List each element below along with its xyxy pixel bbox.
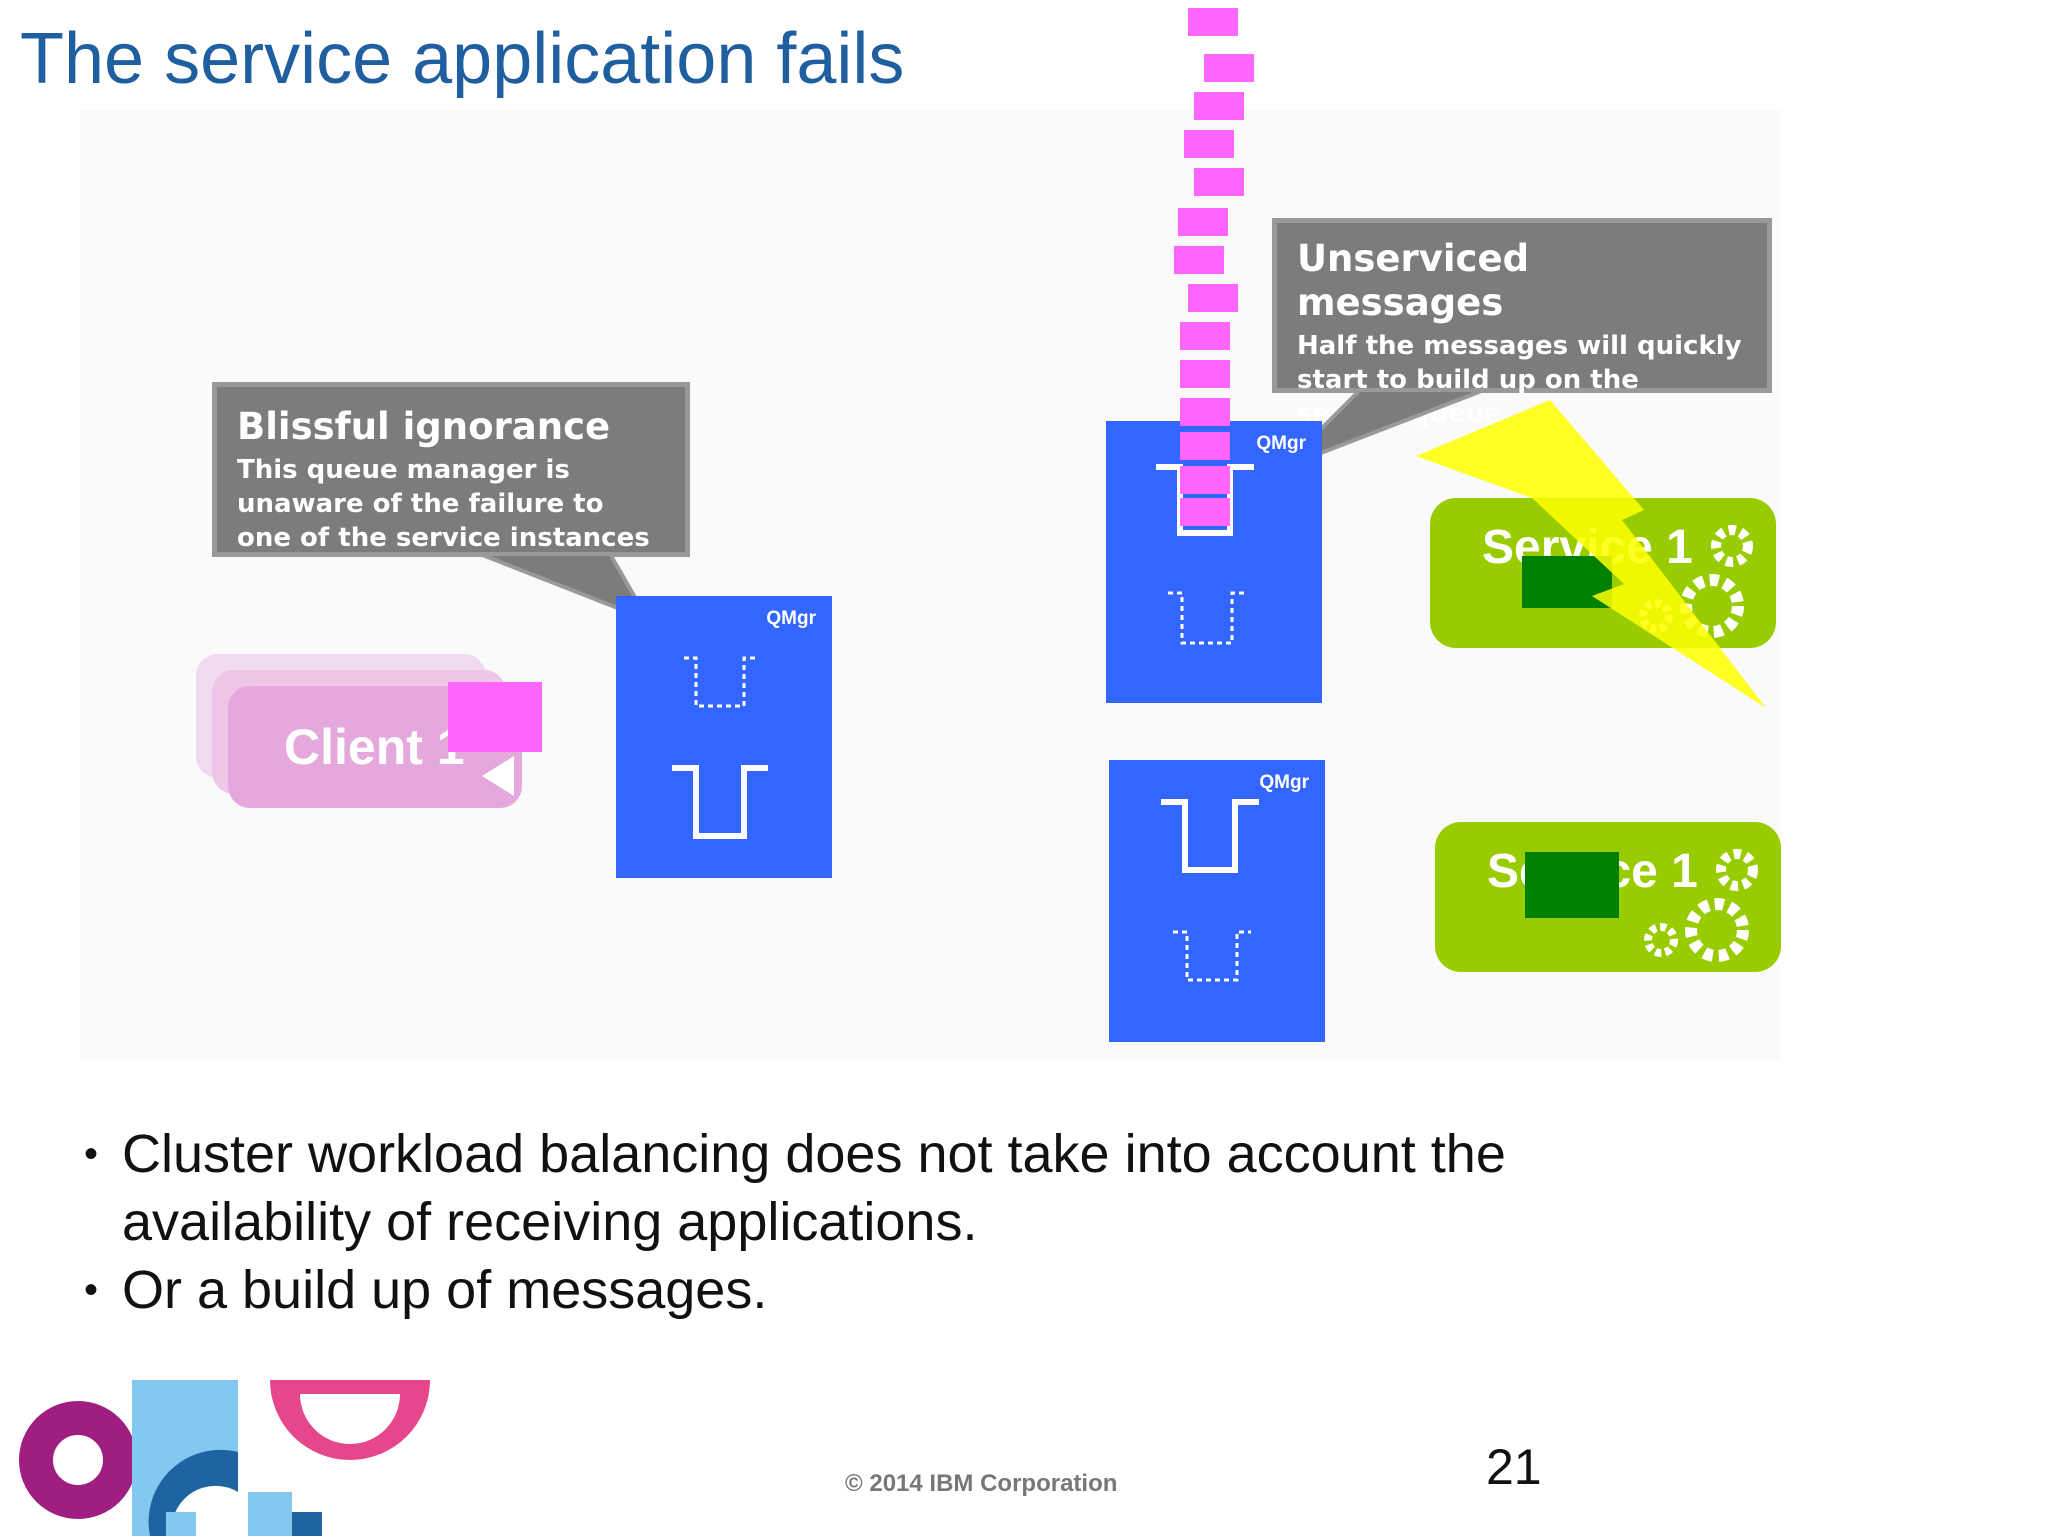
transmit-queue-icon — [1168, 591, 1246, 645]
message — [1180, 466, 1230, 494]
service-message-block — [1522, 556, 1612, 608]
callout-heading: Blissful ignorance — [237, 405, 611, 448]
page-number: 21 — [1486, 1439, 1542, 1495]
client-1-label: Client 1 — [284, 719, 465, 775]
bullet-list: • Cluster workload balancing does not ta… — [80, 1120, 1722, 1324]
qmgr-label: QMgr — [1259, 772, 1309, 793]
local-queue-icon — [672, 765, 768, 839]
message — [1188, 8, 1238, 36]
service-queue-icon — [1156, 464, 1254, 536]
callout-body: This queue manager is unaware of the fai… — [237, 455, 650, 553]
service-message-block — [1525, 852, 1619, 918]
client-message — [448, 682, 542, 752]
queue-icons — [1156, 464, 1254, 645]
message — [1180, 322, 1230, 350]
transmit-queue-icon — [1173, 930, 1251, 982]
service-queue-icon — [1161, 799, 1259, 873]
message — [1194, 92, 1244, 120]
qmgr-top-right: QMgr — [1106, 421, 1322, 703]
message — [1194, 168, 1244, 196]
blissful-ignorance-callout: Blissful ignorance This queue manager is… — [212, 382, 690, 557]
qmgr-bottom-right: QMgr — [1109, 760, 1325, 1042]
service-1-working: Service 1 — [1435, 822, 1781, 972]
transmit-queue-icon — [684, 656, 756, 708]
message — [1188, 284, 1238, 312]
bullet-dot: • — [84, 1268, 99, 1312]
gears-icon — [1639, 525, 1753, 638]
bullet-text: Cluster workload balancing does not take… — [122, 1124, 1506, 1252]
queue-icons — [672, 656, 768, 839]
message — [1184, 130, 1234, 158]
decorative-logo-art — [19, 1380, 430, 1536]
unserviced-messages-callout: Unserviced messages Half the messages wi… — [1272, 218, 1772, 429]
bullet-item: • Cluster workload balancing does not ta… — [80, 1120, 1722, 1256]
qmgr-label: QMgr — [766, 608, 816, 629]
message — [1174, 246, 1224, 274]
queue-icons — [1161, 799, 1259, 982]
copyright-footer: © 2014 IBM Corporation — [845, 1470, 1118, 1497]
message — [1180, 360, 1230, 388]
service-1-failed: Service 1 — [1430, 498, 1776, 648]
bullet-dot: • — [84, 1132, 99, 1176]
callout-heading: Unserviced messages — [1297, 237, 1530, 324]
bullet-text: Or a build up of messages. — [122, 1260, 768, 1320]
message — [1180, 498, 1230, 526]
callout-body: Half the messages will quickly start to … — [1297, 331, 1742, 429]
reply-arrow-icon — [482, 756, 514, 796]
message — [1180, 432, 1230, 460]
message — [1180, 398, 1230, 426]
qmgr-label: QMgr — [1256, 433, 1306, 454]
slide-title: The service application fails — [20, 19, 905, 99]
bullet-item: • Or a build up of messages. — [80, 1256, 1722, 1324]
message — [1204, 54, 1254, 82]
gears-icon — [1644, 849, 1758, 962]
message — [1178, 208, 1228, 236]
qmgr-left: QMgr — [616, 596, 832, 878]
